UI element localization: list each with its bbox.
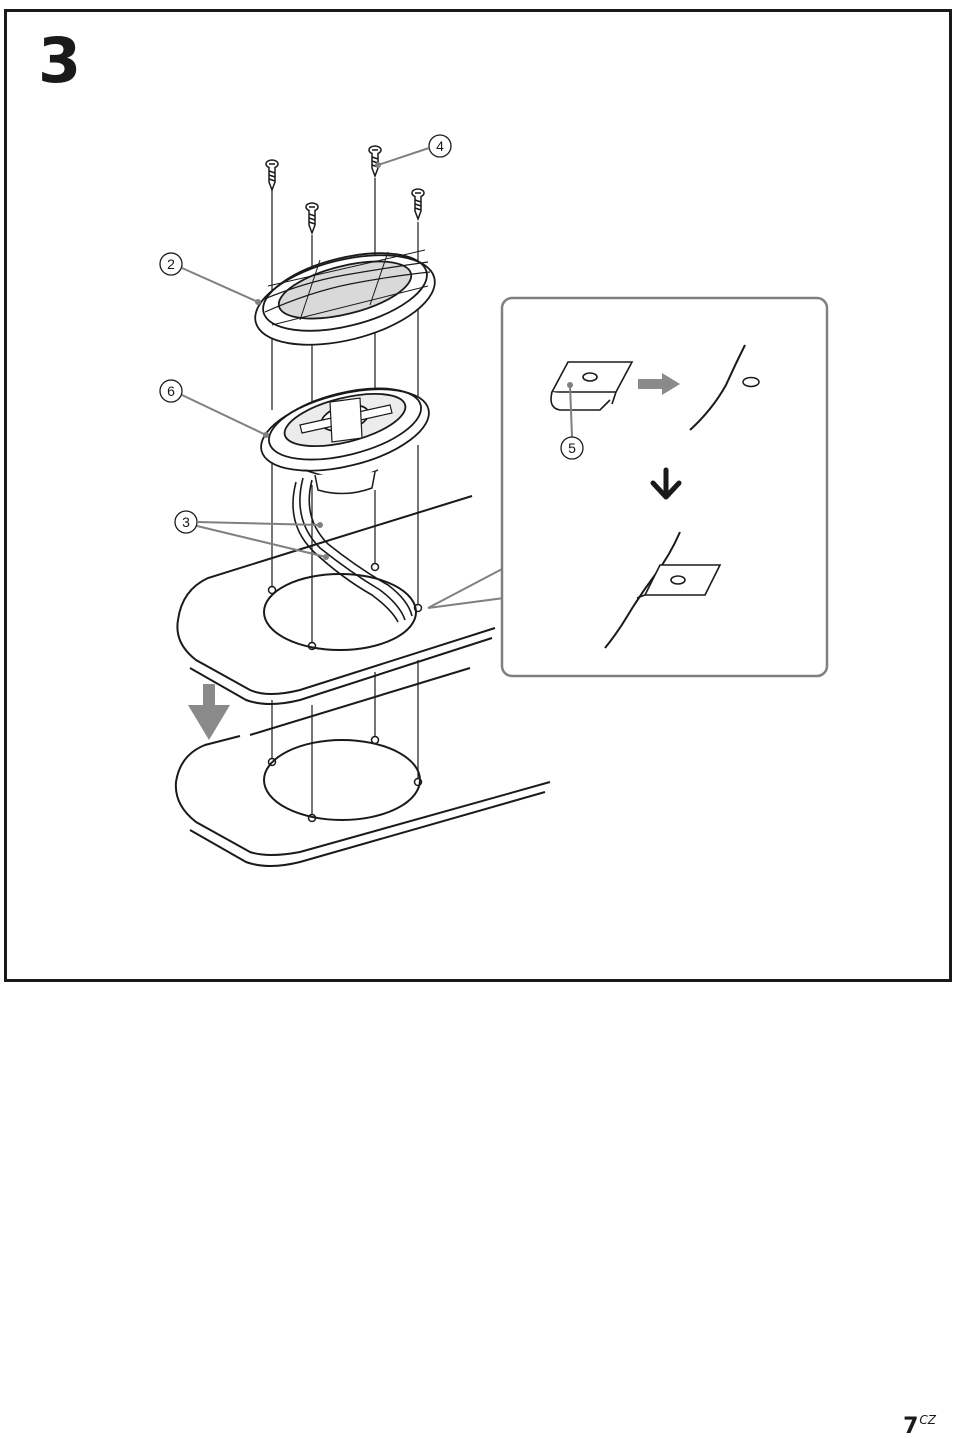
callout-4: 4 (375, 134, 452, 168)
speaker-grille (254, 249, 436, 346)
down-arrow-icon (650, 467, 682, 500)
right-arrow-icon (638, 373, 680, 395)
page-footer: 7CZ (903, 1414, 936, 1438)
upper-mounting-panel (176, 495, 496, 705)
lower-mounting-panel (174, 667, 551, 867)
page-language: CZ (919, 1413, 936, 1427)
detail-inset: 5 (427, 296, 829, 678)
svg-text:6: 6 (167, 383, 175, 399)
mounting-clip-installed (636, 564, 722, 599)
callout-3: 3 (174, 510, 329, 560)
speaker (260, 387, 430, 495)
callout-2: 2 (159, 252, 261, 305)
svg-text:5: 5 (568, 440, 576, 456)
speaker-cable (292, 477, 413, 623)
callout-5: 5 (560, 382, 584, 460)
screw-icon (265, 145, 425, 236)
diagram-frame (4, 9, 952, 982)
callout-6: 6 (159, 379, 269, 438)
installation-diagram: 2 4 6 3 (159, 134, 829, 867)
svg-text:3: 3 (182, 514, 190, 530)
page-number: 7 (903, 1414, 919, 1439)
step-number: 3 (38, 24, 82, 97)
svg-text:4: 4 (436, 138, 444, 154)
down-arrow-icon (188, 684, 230, 740)
svg-text:2: 2 (167, 256, 175, 272)
